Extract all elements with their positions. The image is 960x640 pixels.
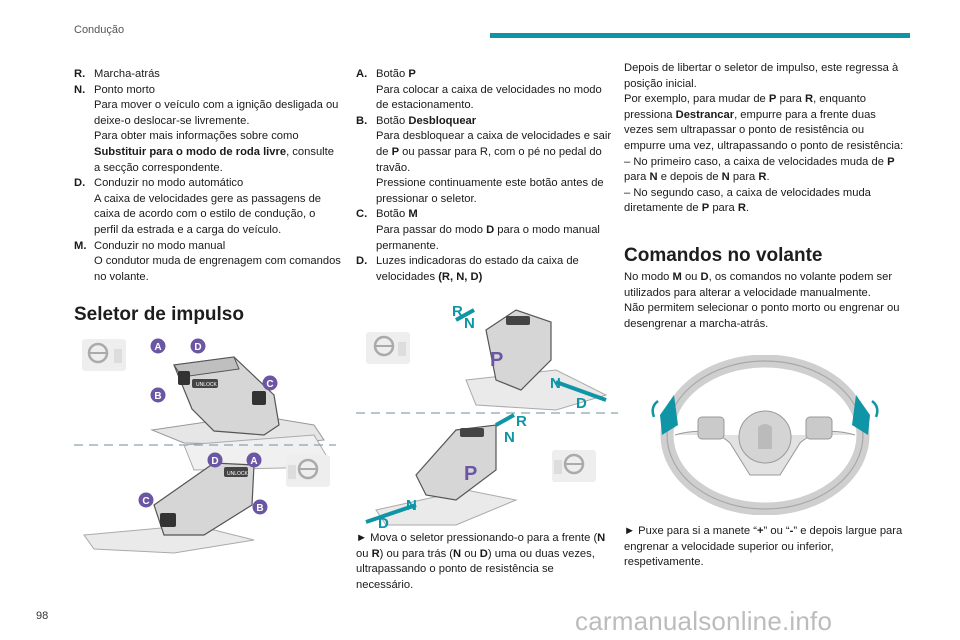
item-c: C. Botão M Para passar do modo D para o …: [356, 207, 612, 254]
label-n: N: [504, 429, 515, 446]
steering-wheel-icon: [366, 332, 410, 364]
item-key: R.: [74, 68, 86, 80]
label-r: R: [452, 303, 463, 320]
item-key: C.: [356, 208, 368, 221]
item-text: Para obter mais informações sobre como S…: [94, 130, 334, 174]
section-header: Condução: [74, 24, 125, 36]
label-n: N: [464, 315, 475, 332]
item-n: N. Ponto morto Para mover o veículo com …: [74, 83, 342, 177]
instruction-text: ► Puxe para si a manete “+” ou “-” e dep…: [624, 525, 903, 569]
item-d: D. Conduzir no modo automático A caixa d…: [74, 176, 342, 238]
unlock-label: UNLOCK: [227, 471, 249, 477]
middle-column: A. Botão P Para colocar a caixa de veloc…: [356, 67, 612, 285]
page-number: 98: [36, 610, 49, 622]
movement-arrows-bottom: R N P N D: [365, 413, 527, 532]
item-key: B.: [356, 114, 368, 127]
section-accent-bar: [490, 33, 910, 38]
item-m: M. Conduzir no modo manual O condutor mu…: [74, 239, 342, 286]
item-a: A. Botão P Para colocar a caixa de veloc…: [356, 67, 612, 114]
paragraph: Não permitem selecionar o ponto morto ou…: [624, 302, 900, 330]
dash-item: – No segundo caso, a caixa de velocidade…: [624, 186, 871, 215]
item-key: D.: [74, 177, 86, 190]
badge-a: A: [250, 456, 257, 467]
item-key: A.: [356, 68, 368, 80]
heading-impulse-selector: Seletor de impulso: [74, 304, 244, 325]
item-key: N.: [74, 83, 86, 96]
item-text: A caixa de velocidades gere as passagens…: [94, 192, 322, 236]
label-p: P: [490, 349, 503, 371]
item-text: Para desbloquear a caixa de velocidades …: [376, 130, 612, 174]
label-p: P: [464, 463, 477, 485]
item-text: Conduzir no modo manual: [94, 239, 226, 252]
item-text: O condutor muda de engrenagem com comand…: [94, 255, 341, 283]
badge-b: B: [154, 391, 161, 402]
badge-a: A: [154, 342, 161, 353]
item-text: Luzes indicadoras do estado da caixa de …: [376, 255, 579, 283]
selector-backward-bottom: [375, 424, 518, 526]
item-text: Botão Desbloquear: [376, 114, 477, 127]
dash-item: – No primeiro caso, a caixa de velocidad…: [624, 155, 895, 184]
item-text: Para passar do modo D para o modo manual…: [376, 223, 600, 252]
heading-steering-controls: Comandos no volante: [624, 245, 823, 266]
item-text: Conduzir no modo automático: [94, 177, 244, 190]
item-text: Para mover o veículo com a ignição desli…: [94, 99, 339, 127]
label-d: D: [576, 395, 587, 412]
right-column-2: No modo M ou D, os comandos no volante p…: [624, 270, 906, 332]
paragraph: Por exemplo, para mudar de P para R, enq…: [624, 93, 904, 152]
steering-wheel-icon: [82, 339, 126, 371]
movement-arrows-top: R N P N D: [452, 303, 607, 412]
item-b: B. Botão Desbloquear Para desbloquear a …: [356, 114, 612, 208]
label-badges-top: A D C B: [150, 338, 278, 403]
right-instruction: ► Puxe para si a manete “+” ou “-” e dep…: [624, 524, 906, 571]
item-text: Botão M: [376, 208, 418, 221]
paragraph: Depois de libertar o seletor de impulso,…: [624, 62, 899, 90]
badge-c: C: [142, 496, 149, 507]
badge-d: D: [211, 456, 218, 467]
item-r: R. Marcha-atrás: [74, 67, 342, 83]
item-key: D.: [356, 255, 368, 268]
badge-d: D: [194, 342, 201, 353]
item-text: Para colocar a caixa de velocidades no m…: [376, 83, 602, 112]
middle-instruction: ► Mova o seletor pressionando-o para a f…: [356, 531, 612, 593]
item-text: Botão P: [376, 68, 416, 80]
impulse-selector-illustration: UNLOCK A D C B UNLOCK D A C B: [74, 338, 336, 554]
item-text: Marcha-atrás: [94, 68, 160, 80]
steering-wheel-icon: [286, 455, 330, 487]
item-text: Pressione continuamente este botão antes…: [376, 177, 604, 205]
instruction-text: ► Mova o seletor pressionando-o para a f…: [356, 532, 606, 591]
unlock-label: UNLOCK: [196, 382, 218, 388]
item-key: M.: [74, 239, 87, 252]
label-n: N: [406, 497, 417, 514]
badge-c: C: [266, 379, 273, 390]
selector-lever-top: UNLOCK: [150, 356, 330, 471]
selector-movement-illustration: R N P N D R N P N D: [356, 303, 618, 532]
item-text: Ponto morto: [94, 83, 155, 96]
label-n: N: [550, 375, 561, 392]
right-column: Depois de libertar o seletor de impulso,…: [624, 61, 906, 217]
label-d: D: [378, 515, 389, 532]
steering-wheel-paddles-illustration: [651, 355, 879, 515]
watermark: carmanualsonline.info: [575, 606, 833, 636]
label-r: R: [516, 413, 527, 430]
selector-lever-bottom: UNLOCK: [83, 462, 255, 554]
item-d-lights: D. Luzes indicadoras do estado da caixa …: [356, 254, 612, 285]
left-column: R. Marcha-atrás N. Ponto morto Para move…: [74, 67, 342, 285]
badge-b: B: [256, 503, 263, 514]
paragraph: No modo M ou D, os comandos no volante p…: [624, 271, 893, 299]
label-badges-bottom: D A C B: [138, 452, 268, 515]
selector-forward-top: [465, 309, 608, 411]
steering-wheel-icon: [552, 450, 596, 482]
